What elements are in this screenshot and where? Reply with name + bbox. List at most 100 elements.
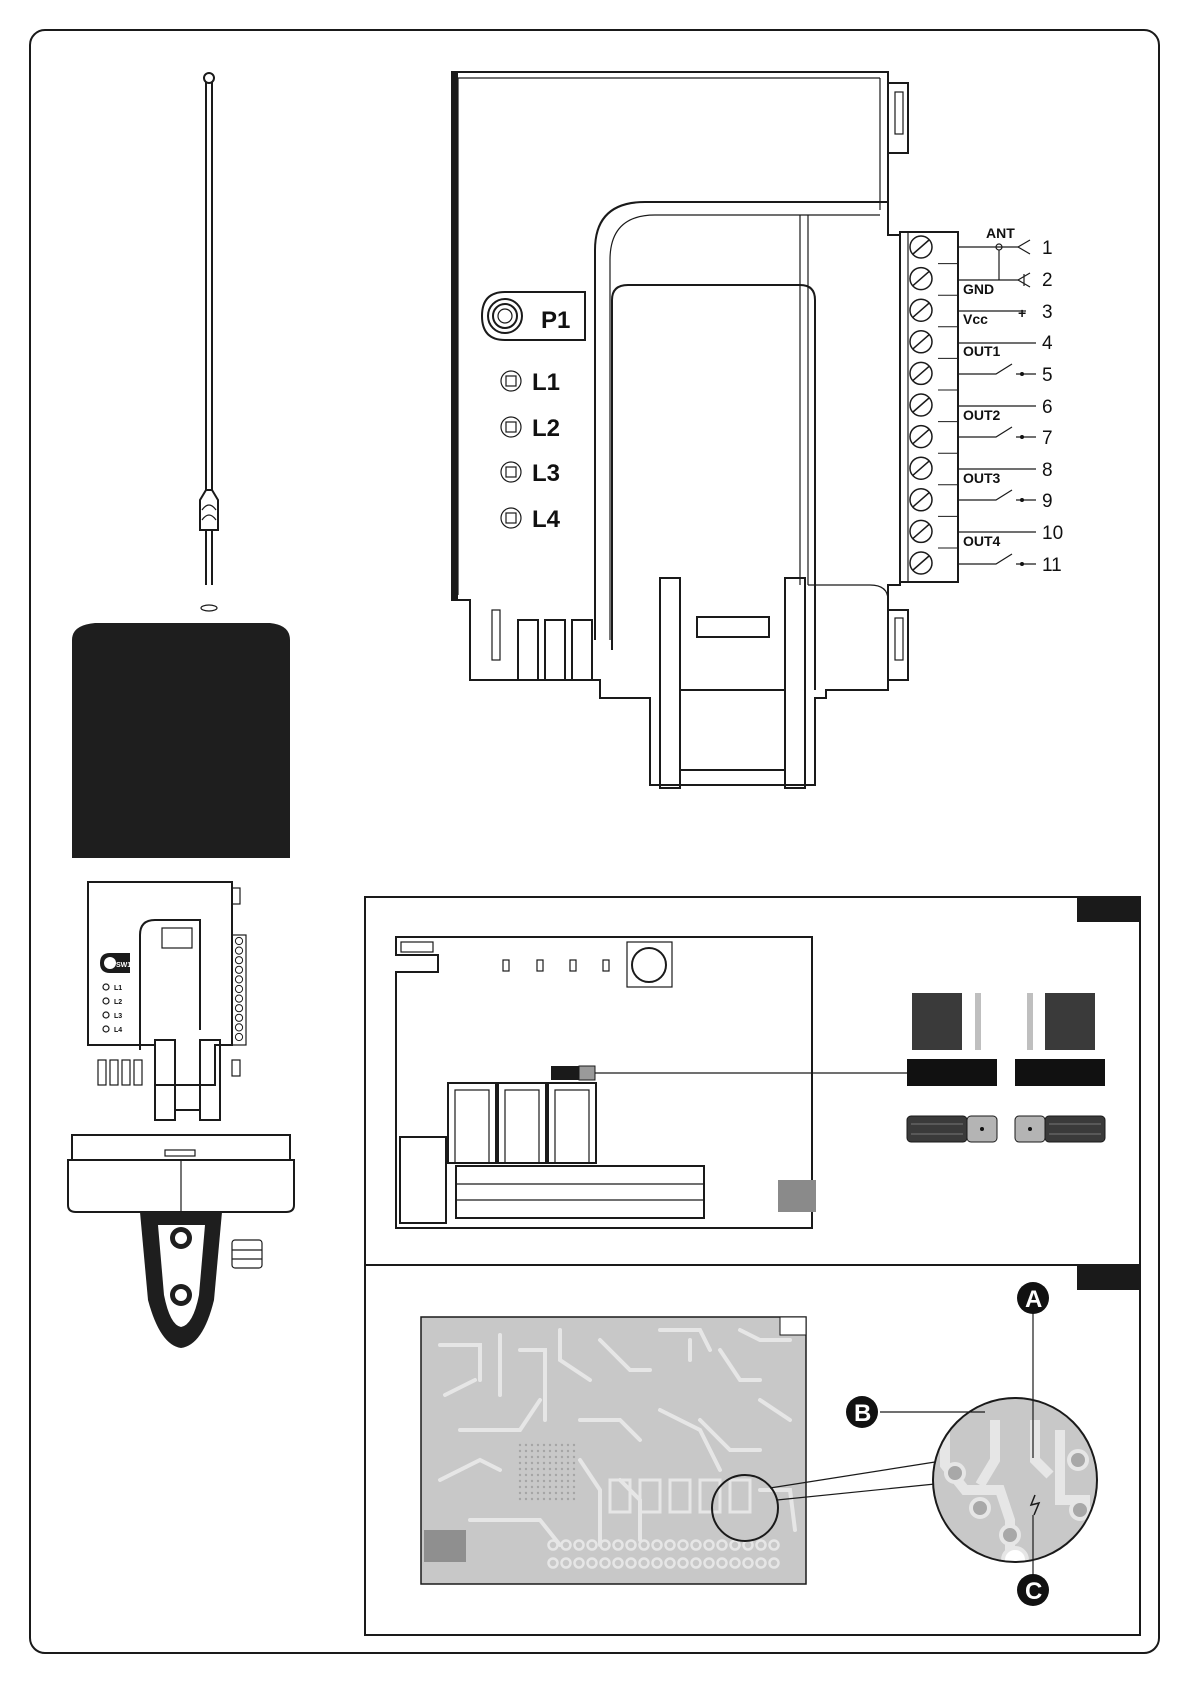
housing-cover: [72, 623, 290, 858]
pcb-ground-dot: [573, 1486, 575, 1488]
terminal-screw: [910, 390, 958, 416]
plus-symbol: +: [1018, 305, 1026, 321]
pcb-ground-dot: [519, 1456, 521, 1458]
pcb-ground-dot: [543, 1444, 545, 1446]
pcb-ground-dot: [531, 1444, 533, 1446]
pcb-ground-dot: [549, 1474, 551, 1476]
pcb-ground-dot: [519, 1498, 521, 1500]
mini-leds: L1 L2 L3 L4: [103, 984, 122, 1034]
pcb-ground-dot: [549, 1486, 551, 1488]
pcb-ground-dot: [567, 1468, 569, 1470]
pin-number: 5: [1042, 365, 1053, 386]
pin-number: 2: [1042, 270, 1053, 291]
pcb-ground-dot: [519, 1450, 521, 1452]
mini-sw1-button: SW1: [100, 953, 131, 973]
out3-label: OUT3: [963, 470, 1001, 486]
pcb-panel: A B C: [365, 1265, 1140, 1635]
pcb-ground-dot: [561, 1498, 563, 1500]
pcb-ground-dot: [537, 1498, 539, 1500]
pcb-ground-dot: [555, 1474, 557, 1476]
pcb-ground-dot: [549, 1462, 551, 1464]
pcb-ground-dot: [525, 1498, 527, 1500]
pcb-ground-dot: [531, 1462, 533, 1464]
callout-a-label: A: [1025, 1286, 1042, 1313]
callout-c: C: [1017, 1574, 1049, 1606]
callout-c-label: C: [1025, 1578, 1042, 1605]
pcb-ground-dot: [525, 1450, 527, 1452]
jumper-detail-right: [1015, 993, 1105, 1142]
pin-number: 11: [1042, 555, 1062, 576]
jumper-panel: [365, 897, 1140, 1265]
pcb-ground-dot: [543, 1486, 545, 1488]
mini-terminal-screw: [235, 947, 242, 954]
mini-terminal-screw: [235, 985, 242, 992]
vent-slots: [492, 610, 592, 680]
pcb-ground-dot: [561, 1468, 563, 1470]
pin-number: 6: [1042, 397, 1053, 418]
mini-receiver: SW1 L1 L2 L3 L4: [88, 882, 246, 1120]
mini-led-label: L2: [114, 999, 122, 1006]
pcb-ground-dot: [531, 1468, 533, 1470]
pcb-ground-dot: [555, 1486, 557, 1488]
terminal-screw: [910, 264, 958, 290]
pcb-ground-dot: [567, 1498, 569, 1500]
pcb-ground-dot: [525, 1474, 527, 1476]
mini-terminal-screw: [235, 1005, 242, 1012]
led-l1: L1: [501, 369, 560, 396]
pcb-ground-dot: [537, 1492, 539, 1494]
terminal-screw: [910, 295, 958, 321]
mini-terminal-screw: [235, 1024, 242, 1031]
pcb-ground-dot: [537, 1444, 539, 1446]
led-l4: L4: [501, 506, 561, 533]
mini-led-label: L4: [114, 1027, 122, 1034]
pcb-ground-dot: [567, 1492, 569, 1494]
pcb-ground-dot: [549, 1498, 551, 1500]
pcb-ground-dot: [519, 1444, 521, 1446]
pcb-ground-dot: [561, 1444, 563, 1446]
pcb-ground-dot: [549, 1492, 551, 1494]
out1-label: OUT1: [963, 343, 1001, 359]
pcb-ground-dot: [537, 1468, 539, 1470]
pcb-ground-dot: [519, 1492, 521, 1494]
pcb-ground-dot: [567, 1486, 569, 1488]
pcb-ground-dot: [525, 1444, 527, 1446]
terminal-screw: [910, 232, 958, 258]
terminal-block: ANT GND + Vcc OUT1 OUT2 OUT3 OUT4 1: [900, 225, 1063, 582]
pcb-ground-dot: [567, 1462, 569, 1464]
pcb-ground-dot: [561, 1492, 563, 1494]
pcb-ground-dot: [531, 1474, 533, 1476]
antenna: [200, 73, 218, 611]
mini-led-label: L3: [114, 1013, 122, 1020]
pcb-ground-dot: [543, 1456, 545, 1458]
led-label: L3: [532, 460, 560, 487]
terminal-screw: [910, 516, 958, 542]
pcb-ground-dot: [519, 1480, 521, 1482]
mini-terminal-screw: [235, 1014, 242, 1021]
pcb-ground-dot: [555, 1450, 557, 1452]
mini-terminal-screw: [235, 1033, 242, 1040]
pin-number: 1: [1042, 238, 1053, 259]
terminal-screw: [910, 422, 958, 448]
p1-button: P1: [482, 292, 585, 340]
pcb-ground-dot: [561, 1480, 563, 1482]
pcb-ground-dot: [531, 1450, 533, 1452]
callout-a: A: [1017, 1282, 1049, 1314]
pcb-ground-dot: [543, 1498, 545, 1500]
pcb-ground-dot: [561, 1456, 563, 1458]
led-label: L2: [532, 415, 560, 442]
pcb-ground-dot: [567, 1456, 569, 1458]
pcb-ground-dot: [561, 1486, 563, 1488]
pcb-ground-dot: [573, 1462, 575, 1464]
pin-number: 4: [1042, 333, 1053, 354]
pcb-ground-dot: [555, 1498, 557, 1500]
mini-led-label: L1: [114, 985, 122, 992]
pcb-ground-dot: [519, 1486, 521, 1488]
pcb-ground-dot: [519, 1474, 521, 1476]
pcb-ground-dot: [573, 1492, 575, 1494]
pcb-ground-dot: [531, 1492, 533, 1494]
sw1-label: SW1: [116, 962, 131, 969]
pcb-ground-dot: [525, 1492, 527, 1494]
pcb-ground-dot: [567, 1444, 569, 1446]
pcb-ground-dot: [531, 1498, 533, 1500]
